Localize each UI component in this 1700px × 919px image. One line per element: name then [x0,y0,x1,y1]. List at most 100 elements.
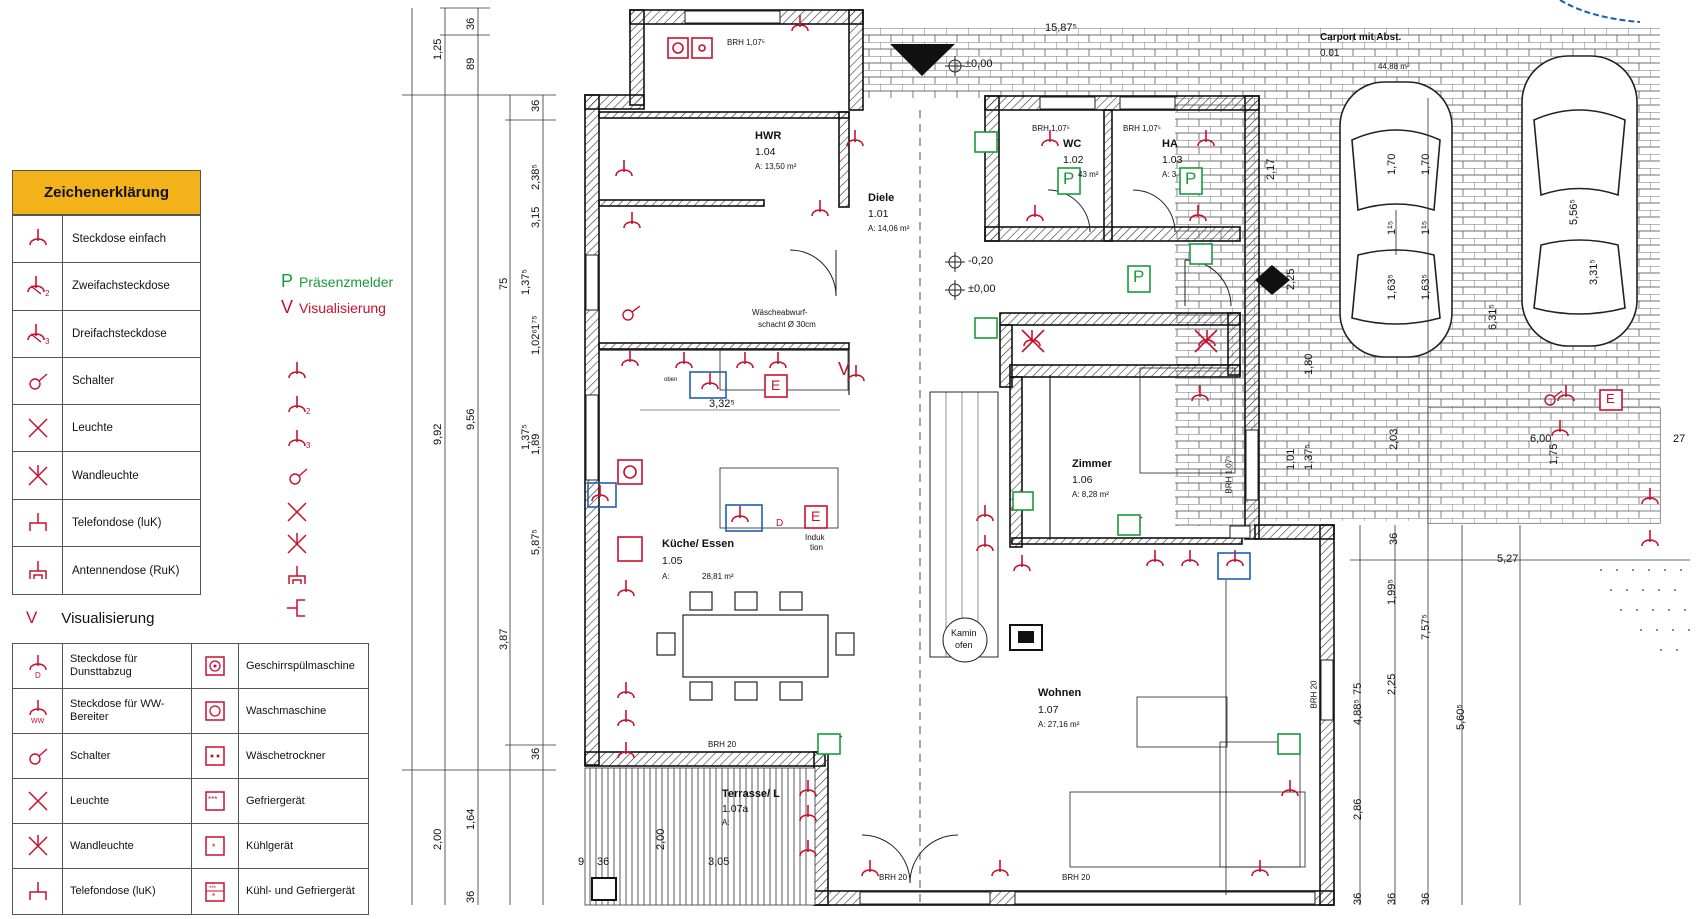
car-left [1339,81,1453,358]
dim-right-c-3: 6,31⁵ [1487,304,1499,330]
room-name-wc: WC [1063,138,1082,150]
room-area-wohnen: A: 27,16 m² [1038,720,1080,729]
visualisation-marker: V [838,359,851,379]
fireplace [942,617,1043,663]
dim-kitchen: 3,32⁵ [709,398,735,410]
legend-panel: Zeichenerklärung Steckdose einfach 2 Zwe… [0,0,410,919]
vis-row: Schalter [13,734,191,779]
dim-left-mid-5: 36 [465,890,477,903]
dim-right-d-6: 36 [1352,892,1364,905]
legend-row: Leuchte [13,405,200,453]
vis-label: Gefriergerät [246,794,305,807]
presence-marker-ha: P [1185,169,1197,188]
room-number-terrasse: 1.07a [722,803,749,815]
doors [789,189,1232,884]
dim-right-a-5: 1,01 [1285,448,1297,470]
room-area-diele: A: 14,06 m² [868,224,910,233]
dim-left-mid-1: 36 [465,17,477,30]
dining-table [656,591,855,701]
dimension-lines-left [402,7,556,905]
entry-markers [890,44,1290,295]
vis-row: *** Gefriergerät [192,779,368,824]
light-icon [13,405,63,452]
switch-icon [13,734,63,778]
vis-row: Wäschetrockner [192,734,368,779]
dim-right-d-2: 75 [1352,682,1364,695]
dim-left-inner-7: 36 [530,747,542,760]
dim-right-b-6: 1¹⁵ [1420,220,1432,235]
presence-marker-wc: P [1063,169,1075,188]
symbol-preview-column: 2 3 [287,362,311,617]
level-zero: ±0,00 [968,283,996,295]
level-markers [945,56,965,300]
brh-20-living: BRH 20 [1062,873,1091,882]
vis-row: * Kühlgerät [192,824,368,869]
room-area-kueche: A: [662,572,670,581]
visualisation-markers [587,371,1251,580]
fireplace-label-2: ofen [955,640,973,650]
visualisation-column-left: D Steckdose für Dunsttabzug WW Steckdose… [13,644,192,914]
induction-label: Induk [805,533,825,542]
dim-right-c-1: 5,56⁵ [1568,199,1580,225]
wall-light-icon [287,533,307,554]
legend-label: Dreifachsteckdose [72,327,167,340]
presence-symbol: P [281,271,294,291]
legend-table: Steckdose einfach 2 Zweifachsteckdose 3 … [12,215,201,596]
visualisation-title: Visualisierung [61,610,155,627]
visual-symbol: V [281,297,294,317]
vis-label: Wäschetrockner [246,749,326,762]
vis-label: Steckdose für WW-Bereiter [70,698,165,723]
windows [585,10,1334,905]
dim-right-c-7: 36 [1420,892,1432,905]
socket-hood-icon: D [13,644,63,688]
hood-marker: D [776,518,784,529]
dimension-lines-right [1350,98,1690,905]
dim-right-d-4: 4,88⁵ [1352,699,1364,725]
legend-label: Leuchte [72,422,113,435]
carport-label: Carport mit Abst. [1320,32,1402,43]
energy-marker-3: E [1606,391,1615,406]
room-number-kueche: 1.05 [662,555,683,567]
switch-icon [13,357,63,405]
svg-text:3: 3 [45,337,50,346]
vis-row: Wandleuchte [13,824,191,869]
dim-right-d-7: 36 [1386,892,1398,905]
induction-label-2: tion [810,543,823,552]
dim-left-mid-4: 1,64 [465,808,477,830]
room-area-ha: A: 3 [1162,170,1177,179]
lights [1021,329,1218,353]
level-minus: -0,20 [968,255,994,267]
dim-right-c-5: 7,57⁵ [1420,614,1432,640]
dim-right-c-2: 3,31⁵ [1588,259,1600,285]
legend-row: Steckdose einfach [13,216,200,264]
room-number-zimmer: 1.06 [1072,474,1093,486]
dim-left-mid-2: 89 [465,57,477,70]
dim-terrace-side: 2,00 [655,828,667,850]
room-name-kueche: Küche/ Essen [662,538,735,550]
vis-label: Geschirrspülmaschine [246,659,355,672]
legend-label: Telefondose (luK) [72,516,162,529]
legend-row: 3 Dreifachsteckdose [13,310,200,358]
vis-row: Telefondose (luK) [13,869,191,914]
svg-text:2: 2 [306,407,311,416]
dim-left-inner2-5: 1,37⁵ [520,424,532,450]
dim-left-outer-2: 9,92 [432,423,444,445]
legend-row: Antennendose (RuK) [13,547,200,595]
legend-row: 2 Zweifachsteckdose [13,263,200,311]
vis-row: **** Kühl- und Gefriergerät [192,869,368,914]
data-socket-icon [287,599,305,617]
svg-text:2: 2 [45,289,50,298]
carport-number: 0.01 [1320,48,1340,59]
energy-marker-1: E [771,377,781,393]
room-name-ha: HA [1162,138,1178,150]
svg-text:D: D [35,671,41,679]
light-icon [13,779,63,823]
legend-row: Telefondose (luK) [13,499,200,548]
dim-carport-27: 27 [1673,433,1686,445]
dim-left-inner-3: 1,02⁶ [530,329,542,355]
dim-right-b-1: 1,70 [1386,153,1398,175]
vis-label: Kühl- und Gefriergerät [246,885,355,897]
laundry-chute-size: schacht Ø 30cm [758,320,816,329]
